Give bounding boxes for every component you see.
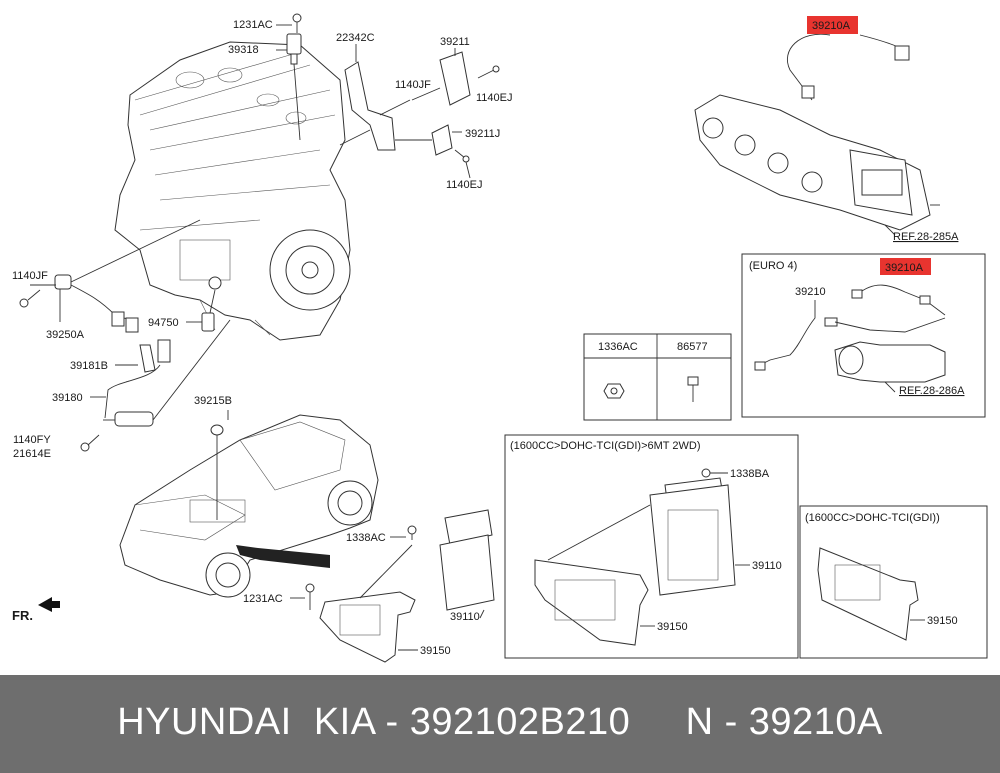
label-euro4: (EURO 4) [749, 260, 797, 272]
label-39210a-top: 39210A [812, 20, 851, 32]
bolt-86577-icon [687, 376, 699, 402]
highlight-39210a-euro [880, 258, 931, 275]
label-39110-mid: 39110 [450, 611, 480, 623]
label-1231ac-bottom: 1231AC [243, 593, 283, 605]
label-39211j: 39211J [465, 128, 500, 140]
label-ref-285a: REF.28-285A [893, 231, 959, 243]
o2-sensor-39210a-top [786, 33, 910, 101]
label-39150-box: 39150 [657, 621, 688, 633]
bracket-22342c [339, 44, 396, 151]
label-1336ac: 1336AC [598, 341, 638, 353]
sensor-94750 [186, 289, 216, 332]
label-39181b: 39181B [70, 360, 108, 372]
sensor-39318 [276, 13, 302, 141]
catalytic-manifold [694, 94, 940, 236]
label-39210: 39210 [795, 286, 826, 298]
label-1140fy: 1140FY [13, 434, 51, 446]
nut-1336ac-icon [603, 383, 625, 399]
hardware-table [583, 333, 732, 421]
euro4-parts [754, 284, 946, 393]
ecu-39110-box [649, 468, 750, 596]
label-39215b: 39215B [194, 395, 232, 407]
part-number-text: HYUNDAI KIA - 392102B210 N - 39210A [117, 701, 883, 743]
ecu-39110-mid [390, 509, 495, 619]
label-39150-mid: 39150 [420, 645, 451, 657]
euro4-box [741, 253, 986, 418]
bracket-39211 [379, 48, 500, 116]
label-1338ac-left: 1338AC [346, 532, 386, 544]
knock-sensor-39250a [19, 219, 201, 333]
label-1231ac-top: 1231AC [233, 19, 273, 31]
label-39110-box: 39110 [752, 560, 782, 572]
label-box-6mt: (1600CC>DOHC-TCI(GDI)>6MT 2WD) [510, 440, 701, 452]
label-39150-right: 39150 [927, 615, 958, 627]
label-39211: 39211 [440, 36, 470, 48]
box-6mt-2wd [504, 434, 799, 659]
label-22342c: 22342C [336, 32, 375, 44]
sensor-39180 [80, 319, 231, 452]
label-1140ej-b: 1140EJ [446, 179, 483, 191]
label-1338ba: 1338BA [730, 468, 770, 480]
label-39180: 39180 [52, 392, 83, 404]
label-86577: 86577 [677, 341, 708, 353]
part-number-banner: HYUNDAI KIA - 392102B210 N - 39210A [0, 675, 1000, 773]
bracket-39150-box [534, 504, 655, 646]
bracket-39150-right [817, 547, 925, 641]
label-ref-286a: REF.28-286A [899, 385, 965, 397]
car-illustration [119, 410, 379, 598]
label-39318: 39318 [228, 44, 259, 56]
box-gdi [799, 505, 988, 659]
front-arrow [38, 597, 60, 612]
label-fr: FR. [12, 608, 33, 623]
label-94750: 94750 [148, 317, 179, 329]
label-1140jf-top: 1140JF [395, 79, 431, 91]
label-21614e: 21614E [13, 448, 51, 460]
label-1140jf-left: 1140JF [12, 270, 48, 282]
label-39250a: 39250A [46, 329, 85, 341]
highlight-39210a-top [807, 16, 858, 34]
label-1140ej-a: 1140EJ [476, 92, 513, 104]
bracket-39150-mid [290, 544, 418, 663]
sensor-39211j [395, 124, 471, 179]
label-box-gdi: (1600CC>DOHC-TCI(GDI)) [805, 512, 940, 524]
parts-diagram: 1231AC 39318 22342C 39211 1140JF 1140EJ … [12, 13, 988, 663]
label-39210a-euro: 39210A [885, 262, 924, 274]
engine-block [114, 41, 351, 341]
